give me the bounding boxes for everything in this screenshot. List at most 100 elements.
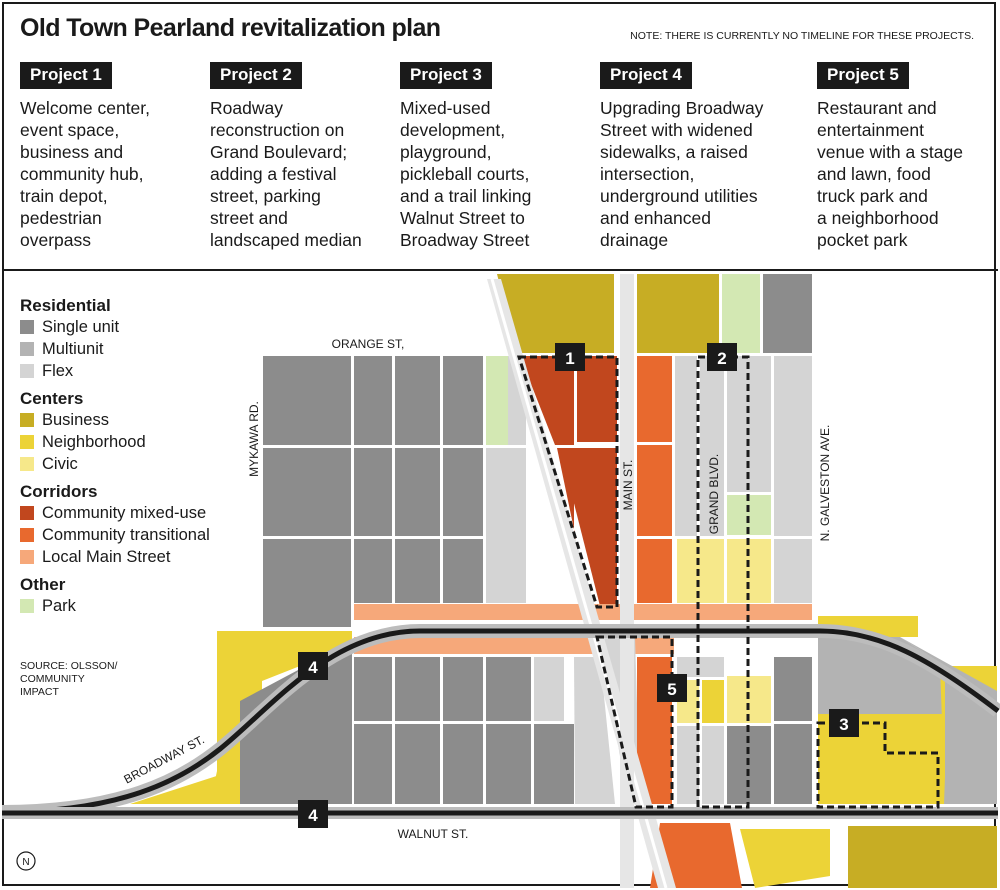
park-parcel-top bbox=[722, 274, 760, 353]
project-1: Project 1 Welcome center, event space, b… bbox=[20, 62, 150, 251]
legend-label: Local Main Street bbox=[42, 548, 171, 566]
business-parcel-top bbox=[637, 274, 719, 353]
neighborhood-parcel bbox=[130, 771, 232, 804]
civic-parcel bbox=[677, 539, 724, 603]
single-unit-block bbox=[263, 448, 351, 536]
community-mixed-use-parcel bbox=[520, 356, 574, 445]
business-parcel-north bbox=[497, 274, 614, 353]
project-1-marker-label: 1 bbox=[565, 349, 574, 368]
project-2-description: Roadway reconstruction on Grand Boulevar… bbox=[210, 98, 362, 250]
single-unit-block bbox=[395, 356, 440, 445]
project-3-marker bbox=[829, 709, 859, 737]
project-5: Project 5 Restaurant and entertainment v… bbox=[817, 62, 963, 251]
project-4: Project 4 Upgrading Broadway Street with… bbox=[600, 62, 763, 251]
single-unit-block bbox=[774, 657, 812, 721]
legend-heading-corridors: Corridors bbox=[20, 482, 98, 501]
project-1-badge: Project 1 bbox=[20, 62, 112, 89]
multiunit-parcel bbox=[900, 637, 997, 804]
single-unit-block bbox=[240, 649, 352, 804]
single-unit-block bbox=[263, 356, 351, 445]
orange-street-label: ORANGE ST, bbox=[332, 337, 405, 351]
legend-swatch bbox=[20, 457, 34, 471]
business-parcel-south bbox=[848, 826, 997, 888]
legend-heading-other: Other bbox=[20, 575, 66, 594]
flex-parcel bbox=[675, 356, 697, 536]
community-transitional-parcel bbox=[637, 356, 672, 442]
flex-parcel bbox=[700, 356, 724, 536]
single-unit-block bbox=[395, 657, 440, 721]
legend-swatch bbox=[20, 342, 34, 356]
legend-label: Community mixed-use bbox=[42, 504, 207, 522]
single-unit-block bbox=[486, 724, 531, 804]
legend-label: Single unit bbox=[42, 318, 120, 336]
legend-item-business: Business bbox=[20, 409, 210, 431]
legend-label: Civic bbox=[42, 455, 78, 473]
flex-parcel bbox=[486, 448, 526, 603]
legend-item-single-unit: Single unit bbox=[20, 316, 210, 338]
project-2-marker-label: 2 bbox=[717, 349, 726, 368]
project-3-boundary bbox=[816, 721, 940, 809]
project-1-marker bbox=[555, 343, 585, 371]
community-transitional-parcel bbox=[637, 445, 672, 536]
project-2-marker bbox=[707, 343, 737, 371]
single-unit-block bbox=[443, 448, 483, 536]
legend-item-multiunit: Multiunit bbox=[20, 338, 210, 360]
project-4-description: Upgrading Broadway Street with widened s… bbox=[600, 98, 764, 250]
neighborhood-parcel bbox=[740, 829, 830, 888]
legend-item-park: Park bbox=[20, 595, 210, 617]
legend-swatch bbox=[20, 528, 34, 542]
railroad-track bbox=[490, 278, 668, 888]
legend-label: Business bbox=[42, 411, 109, 429]
single-unit-block bbox=[774, 724, 812, 804]
flex-parcel bbox=[677, 657, 724, 677]
mykawa-road-label: MYKAWA RD. bbox=[247, 401, 261, 477]
single-unit-block bbox=[354, 356, 392, 445]
flex-parcel bbox=[534, 657, 564, 721]
legend-item-neighborhood: Neighborhood bbox=[20, 431, 210, 453]
section-divider bbox=[2, 269, 998, 271]
project-5-description: Restaurant and entertainment venue with … bbox=[817, 98, 963, 250]
legend-label: Park bbox=[42, 597, 76, 615]
legend-label: Multiunit bbox=[42, 340, 104, 358]
north-arrow-icon bbox=[16, 851, 36, 871]
single-unit-block bbox=[443, 724, 483, 804]
project-5-marker bbox=[657, 674, 687, 702]
main-street-road bbox=[620, 274, 634, 888]
project-3-description: Mixed-used development, playground, pick… bbox=[400, 98, 532, 250]
legend-swatch bbox=[20, 599, 34, 613]
project-3-marker-label: 3 bbox=[839, 715, 848, 734]
site-map: 1 2 3 4 4 5 ORANGE ST, MYKAWA RD. MAIN S… bbox=[1, 274, 1000, 888]
flex-parcel bbox=[702, 726, 724, 804]
neighborhood-parcel bbox=[217, 631, 262, 657]
legend-label: Flex bbox=[42, 362, 74, 380]
legend-swatch bbox=[20, 364, 34, 378]
legend-swatch bbox=[20, 320, 34, 334]
single-unit-block bbox=[354, 724, 392, 804]
single-unit-block bbox=[486, 657, 531, 721]
project-5-marker-label: 5 bbox=[667, 680, 676, 699]
single-unit-parcel-top bbox=[763, 274, 812, 353]
legend-swatch bbox=[20, 550, 34, 564]
timeline-note: NOTE: THERE IS CURRENTLY NO TIMELINE FOR… bbox=[630, 30, 974, 42]
legend-item-community-transitional: Community transitional bbox=[20, 524, 210, 546]
legend-swatch bbox=[20, 435, 34, 449]
legend-label: Community transitional bbox=[42, 526, 210, 544]
single-unit-block bbox=[354, 657, 392, 721]
legend-item-flex: Flex bbox=[20, 360, 210, 382]
project-2-badge: Project 2 bbox=[210, 62, 302, 89]
project-4-marker-label: 4 bbox=[308, 658, 318, 677]
project-5-badge: Project 5 bbox=[817, 62, 909, 89]
project-4-marker-walnut bbox=[298, 800, 328, 828]
single-unit-block bbox=[443, 657, 483, 721]
community-transitional-parcel bbox=[637, 539, 672, 603]
legend-item-community-mixed-use: Community mixed-use bbox=[20, 502, 210, 524]
single-unit-block bbox=[354, 539, 392, 603]
project-1-boundary bbox=[516, 355, 619, 609]
project-4-marker-label: 4 bbox=[308, 806, 318, 825]
project-2: Project 2 Roadway reconstruction on Gran… bbox=[210, 62, 362, 251]
single-unit-block bbox=[443, 356, 483, 445]
neighborhood-parcel bbox=[702, 680, 724, 723]
single-unit-block bbox=[395, 448, 440, 536]
flex-parcel bbox=[574, 657, 615, 804]
